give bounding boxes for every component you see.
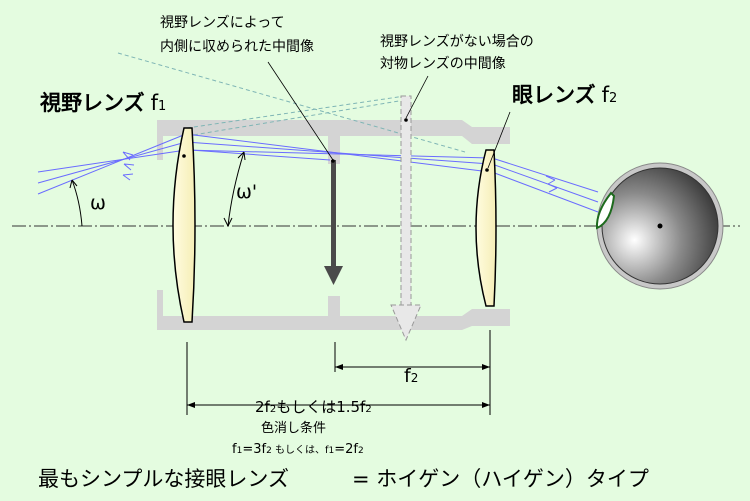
achromat-condition-title: 色消し条件 — [261, 420, 326, 436]
exit-ray-arrows — [545, 175, 558, 193]
eye-lens-crystalline — [595, 191, 616, 230]
leader-lines — [267, 61, 511, 169]
barrel-left-top — [157, 120, 163, 160]
incoming-ray-arrows — [122, 151, 135, 181]
objective-image-ghost-arrow — [390, 95, 422, 342]
eye-lens — [475, 149, 497, 307]
dimension-lines — [186, 330, 491, 415]
eye-center-dot — [657, 223, 663, 229]
guide-dashes — [117, 52, 466, 153]
separation-dimension-label: 2f2もしくは1.5f2 — [255, 398, 372, 416]
caption-right: = ホイゲン（ハイゲン）タイプ — [352, 467, 649, 491]
annotation-objective-image-line2: 対物レンズの中間像 — [380, 56, 506, 72]
field-stop-top — [328, 120, 340, 164]
field-stop-bottom — [328, 296, 340, 330]
omega-prime-label: ω' — [236, 181, 257, 203]
omega-label: ω — [90, 192, 106, 214]
omega-prime-angle — [223, 151, 246, 227]
field-lens-focal-dot — [182, 154, 186, 158]
eye — [595, 162, 724, 290]
annotation-field-image-line1: 視野レンズによって — [160, 15, 285, 31]
f2-dimension-label: f2 — [404, 365, 418, 387]
intermediate-image-arrow — [324, 159, 343, 285]
exit-rays — [491, 157, 599, 213]
omega-angle — [69, 179, 83, 227]
annotation-field-image-line2: 内側に収められた中間像 — [160, 39, 314, 55]
incoming-rays — [37, 133, 187, 195]
dimension-arrowheads — [187, 364, 490, 408]
caption-left: 最もシンプルな接眼レンズ — [38, 467, 289, 491]
inner-rays — [185, 133, 491, 173]
eye-lens-focal-dot — [485, 168, 489, 172]
achromat-condition-formula: f1=3f2 もしくは、f1=2f2 — [232, 442, 364, 457]
annotation-objective-image-line1: 視野レンズがない場合の — [380, 34, 534, 50]
field-lens — [172, 127, 196, 323]
barrel-left-bottom — [157, 290, 163, 330]
